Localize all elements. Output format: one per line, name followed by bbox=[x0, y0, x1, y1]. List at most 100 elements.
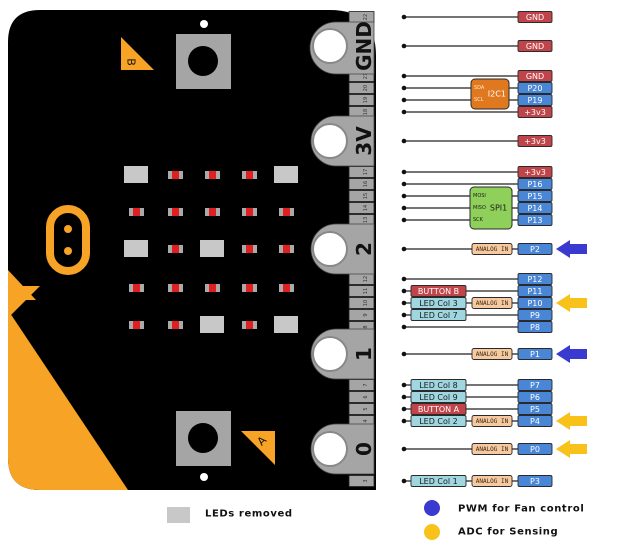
pin-dot-icon bbox=[401, 43, 407, 49]
svg-text:+3v3: +3v3 bbox=[524, 108, 546, 117]
pin-dot-icon bbox=[401, 300, 407, 306]
led bbox=[168, 321, 183, 329]
led bbox=[168, 284, 183, 292]
edge-strip-10: 10 bbox=[348, 297, 375, 309]
svg-text:P20: P20 bbox=[527, 84, 542, 93]
pin-label-p0[interactable]: P0 bbox=[517, 443, 553, 455]
svg-text:LED Col 8: LED Col 8 bbox=[419, 381, 458, 390]
svg-text:P3: P3 bbox=[530, 477, 540, 486]
svg-text:P4: P4 bbox=[530, 417, 540, 426]
pin-label-p6[interactable]: P6 bbox=[517, 391, 553, 403]
edge-strip-7: 7 bbox=[348, 379, 375, 391]
mount-hole-icon bbox=[200, 20, 208, 28]
svg-text:11: 11 bbox=[363, 288, 369, 294]
svg-text:I2C1: I2C1 bbox=[488, 90, 506, 99]
svg-text:BUTTON A: BUTTON A bbox=[418, 405, 460, 414]
svg-text:ANALOG IN: ANALOG IN bbox=[476, 478, 509, 485]
svg-text:1: 1 bbox=[352, 347, 376, 361]
pin-row-p8 bbox=[401, 324, 518, 330]
led bbox=[205, 284, 220, 292]
pin-label-gnd[interactable]: GND bbox=[517, 70, 553, 82]
led bbox=[279, 284, 294, 292]
pin-label-p14[interactable]: P14 bbox=[517, 202, 553, 214]
svg-text:GND: GND bbox=[352, 21, 376, 71]
button-b-marker bbox=[121, 37, 154, 70]
led bbox=[168, 171, 183, 179]
analog-in-tag: ANALOG IN bbox=[471, 348, 513, 360]
pin-label-p1[interactable]: P1 bbox=[517, 348, 553, 360]
edge-pad-0[interactable]: 0 bbox=[310, 423, 376, 475]
pin-label-p3[interactable]: P3 bbox=[517, 475, 553, 487]
led bbox=[129, 284, 144, 292]
svg-text:LED Col 7: LED Col 7 bbox=[419, 311, 458, 320]
edge-pad-gnd[interactable]: GND bbox=[309, 21, 376, 75]
pin-label-p8[interactable]: P8 bbox=[517, 321, 553, 333]
svg-text:ANALOG IN: ANALOG IN bbox=[476, 446, 509, 453]
svg-text:P8: P8 bbox=[530, 323, 540, 332]
adc-arrow-icon bbox=[556, 412, 587, 430]
pin-row-plus-3v3 bbox=[401, 109, 518, 115]
pin-label-p19[interactable]: P19 bbox=[517, 94, 553, 106]
svg-text:P1: P1 bbox=[530, 350, 540, 359]
pin-label-p4[interactable]: P4 bbox=[517, 415, 553, 427]
pin-label-p7[interactable]: P7 bbox=[517, 379, 553, 391]
pin-label-plus-3v3[interactable]: +3v3 bbox=[517, 135, 553, 147]
edge-strip-11: 11 bbox=[348, 285, 375, 297]
pin-label-p15[interactable]: P15 bbox=[517, 190, 553, 202]
led bbox=[242, 321, 257, 329]
pin-label-plus-3v3[interactable]: +3v3 bbox=[517, 166, 553, 178]
led-removed bbox=[200, 240, 224, 257]
corner-triangle-small bbox=[8, 270, 36, 300]
function-led-led-col-9: LED Col 9 bbox=[410, 391, 467, 403]
pin-label-p10[interactable]: P10 bbox=[517, 297, 553, 309]
pin-dot-icon bbox=[401, 181, 407, 187]
pin-row-gnd bbox=[401, 43, 518, 49]
svg-text:19: 19 bbox=[363, 97, 369, 103]
edge-pad-2[interactable]: 2 bbox=[310, 223, 376, 275]
function-button-button-a: BUTTON A bbox=[410, 403, 467, 415]
pin-label-p2[interactable]: P2 bbox=[517, 243, 553, 255]
button-b-cap-icon bbox=[188, 46, 218, 76]
pin-label-plus-3v3[interactable]: +3v3 bbox=[517, 106, 553, 118]
pin-label-p12[interactable]: P12 bbox=[517, 273, 553, 285]
svg-text:MISO: MISO bbox=[473, 205, 486, 211]
pin-dot-icon bbox=[401, 205, 407, 211]
pin-label-p11[interactable]: P11 bbox=[517, 285, 553, 297]
pin-dot-icon bbox=[401, 169, 407, 175]
svg-text:P5: P5 bbox=[530, 405, 540, 414]
function-led-led-col-8: LED Col 8 bbox=[410, 379, 467, 391]
function-led-led-col-2: LED Col 2 bbox=[410, 415, 467, 427]
svg-text:SPI1: SPI1 bbox=[490, 204, 507, 213]
svg-text:ANALOG IN: ANALOG IN bbox=[476, 351, 509, 358]
pin-label-p20[interactable]: P20 bbox=[517, 82, 553, 94]
function-led-led-col-1: LED Col 1 bbox=[410, 475, 467, 487]
pin-row-plus-3v3 bbox=[401, 138, 518, 144]
pad-hole-icon bbox=[312, 431, 348, 467]
svg-text:P13: P13 bbox=[527, 216, 542, 225]
pin-row-gnd bbox=[401, 73, 518, 79]
edge-pad-3v[interactable]: 3V bbox=[310, 115, 376, 167]
svg-text:4: 4 bbox=[363, 419, 369, 422]
edge-pad-1[interactable]: 1 bbox=[310, 328, 376, 380]
pin-label-p13[interactable]: P13 bbox=[517, 214, 553, 226]
function-led-led-col-3: LED Col 3 bbox=[410, 297, 467, 309]
edge-strip-22: 22 bbox=[348, 11, 375, 23]
pin-label-gnd[interactable]: GND bbox=[517, 40, 553, 52]
pin-dot-icon bbox=[401, 351, 407, 357]
pin-label-gnd[interactable]: GND bbox=[517, 11, 553, 23]
led-removed bbox=[200, 316, 224, 333]
pin-dot-icon bbox=[401, 14, 407, 20]
pin-label-p9[interactable]: P9 bbox=[517, 309, 553, 321]
svg-text:17: 17 bbox=[363, 169, 369, 175]
pin-dot-icon bbox=[401, 217, 407, 223]
svg-text:P11: P11 bbox=[527, 287, 542, 296]
led bbox=[129, 321, 144, 329]
led bbox=[129, 208, 144, 216]
svg-text:20: 20 bbox=[363, 85, 369, 91]
pin-label-p5[interactable]: P5 bbox=[517, 403, 553, 415]
pin-label-p16[interactable]: P16 bbox=[517, 178, 553, 190]
svg-text:5: 5 bbox=[363, 407, 369, 410]
analog-in-tag: ANALOG IN bbox=[471, 475, 513, 487]
